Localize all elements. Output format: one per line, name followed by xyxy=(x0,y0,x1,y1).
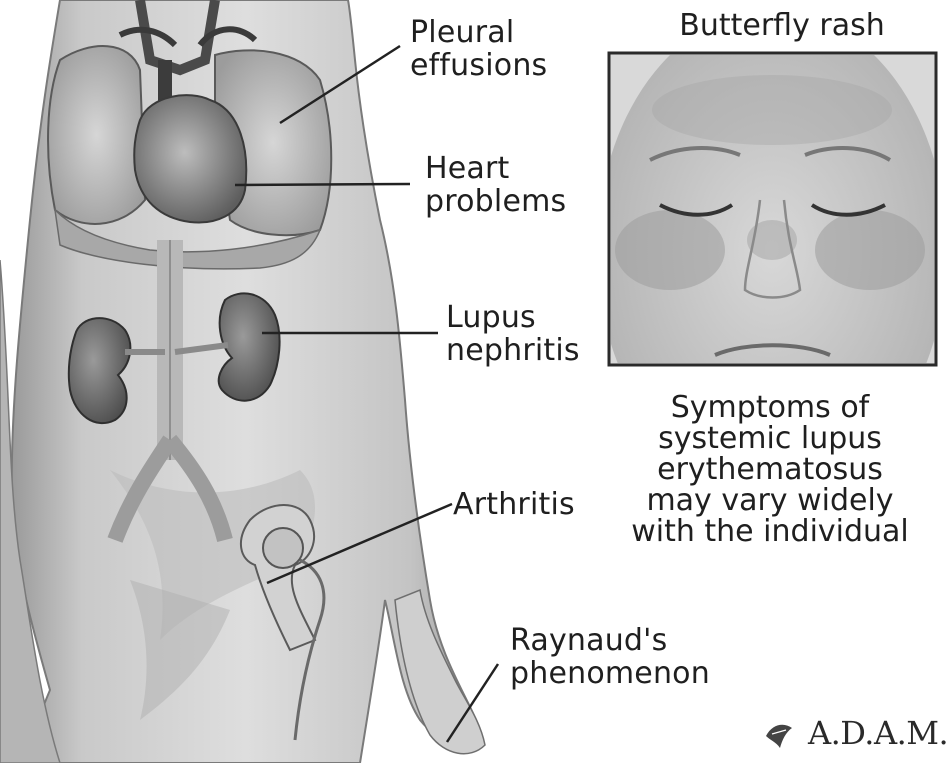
label-heart-problems: Heart problems xyxy=(425,152,566,218)
label-heart-problems-line2: problems xyxy=(425,185,566,218)
label-lupus-nephritis-line1: Lupus xyxy=(446,301,580,334)
label-heart-problems-line1: Heart xyxy=(425,152,566,185)
caption-line-5: with the individual xyxy=(600,516,940,547)
label-arthritis-text: Arthritis xyxy=(453,488,575,521)
caption: Symptoms of systemic lupus erythematosus… xyxy=(600,392,940,547)
butterfly-rash-title: Butterfly rash xyxy=(632,8,932,44)
caption-line-4: may vary widely xyxy=(600,485,940,516)
caption-line-3: erythematosus xyxy=(600,454,940,485)
adam-logo-icon xyxy=(766,725,792,748)
caption-line-1: Symptoms of xyxy=(600,392,940,423)
label-pleural-effusions-line2: effusions xyxy=(410,49,547,82)
label-lupus-nephritis-line2: nephritis xyxy=(446,334,580,367)
label-raynauds-line2: phenomenon xyxy=(510,657,710,690)
label-pleural-effusions: Pleural effusions xyxy=(410,16,547,82)
caption-line-2: systemic lupus xyxy=(600,423,940,454)
label-lupus-nephritis: Lupus nephritis xyxy=(446,301,580,367)
label-arthritis: Arthritis xyxy=(453,488,575,521)
label-raynauds-line1: Raynaud's xyxy=(510,624,710,657)
adam-logo-text: A.D.A.M. xyxy=(808,714,947,752)
heart xyxy=(134,95,246,222)
label-raynauds-phenomenon: Raynaud's phenomenon xyxy=(510,624,710,690)
label-pleural-effusions-line1: Pleural xyxy=(410,16,547,49)
